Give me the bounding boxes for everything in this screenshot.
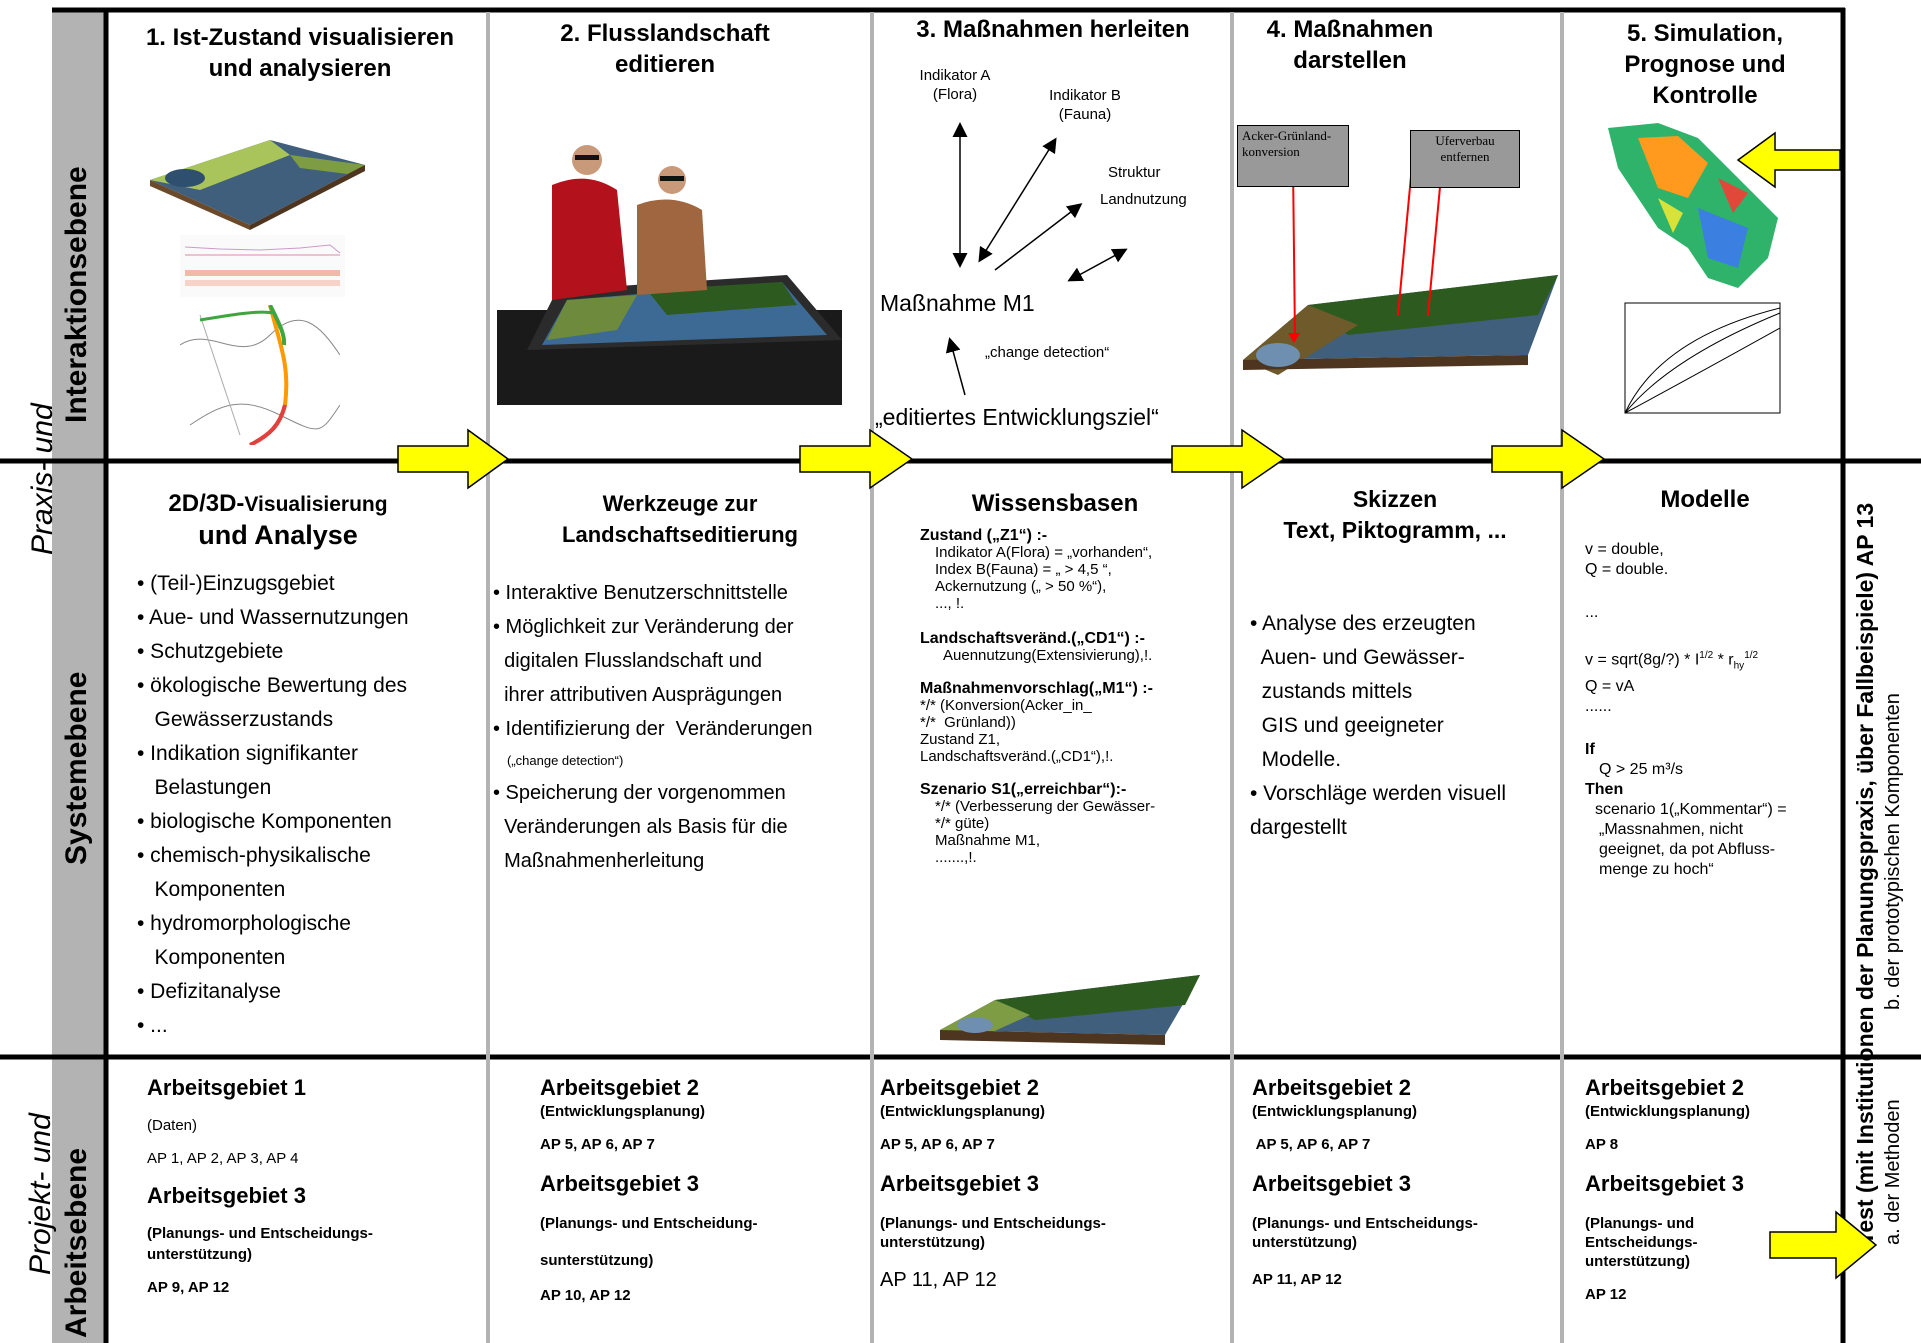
kb-line: */* (Verbesserung der Gewässer- <box>935 798 1156 815</box>
bullet-item: • ... <box>137 1014 168 1037</box>
bullet-item: • biologische Komponenten <box>137 810 392 833</box>
bullet-item: Auen- und Gewässer- <box>1250 646 1465 669</box>
callout-uferverbau: Uferverbau entfernen <box>1410 130 1520 188</box>
kb-line: Ackernutzung („ > 50 %“), <box>935 578 1107 595</box>
bullet-item: • Indikation signifikanter <box>137 742 358 765</box>
bullet-item: Veränderungen als Basis für die <box>493 816 788 838</box>
col1-title: 1. Ist-Zustand visualisieren und analysi… <box>145 24 455 82</box>
col2-title: 2. Flusslandschaft editieren <box>560 20 770 78</box>
bullet-item: • Defizitanalyse <box>137 980 281 1003</box>
indikator-a-label: Indikator A(Flora) <box>919 67 991 103</box>
kb-line: .......,!. <box>935 849 977 866</box>
measures-3d-image <box>1243 154 1558 375</box>
sys-col3-title: Wissensbasen <box>971 490 1139 517</box>
entwicklungsziel-label: „editiertes Entwicklungsziel“ <box>875 404 1159 430</box>
arrow-3-to-4 <box>1171 428 1286 490</box>
arrow-to-test <box>1769 1210 1878 1280</box>
profile-chart-image <box>180 235 345 297</box>
sys-col1-title: 2D/3D-Visualisierung und Analyse <box>168 490 388 550</box>
arbeit-col3: Arbeitsgebiet 2 (Entwicklungsplanung) AP… <box>880 1075 1106 1291</box>
arrow-1-to-2 <box>397 428 510 490</box>
bullet-item: • Vorschläge werden visuell <box>1250 782 1506 805</box>
bullet-item: Maßnahmenherleitung <box>493 850 705 872</box>
sys-col4-title: Skizzen Text, Piktogramm, ... <box>1283 486 1507 543</box>
kb-line: */* güte) <box>935 815 990 832</box>
people-at-3d-model-photo <box>497 145 842 405</box>
kb-line: Auennutzung(Extensivierung),!. <box>943 647 1153 664</box>
simulation-map-image <box>1608 123 1778 288</box>
kb-line: Index B(Fauna) = „ > 4,5 “, <box>935 561 1112 578</box>
callout-acker-gruenland: Acker-Grünland-konversion <box>1237 125 1349 187</box>
model-code-text: v = double, Q = double. ... v = sqrt(8g/… <box>1585 541 1787 878</box>
arrow-feedback-left <box>1736 131 1841 189</box>
bullet-item: • Interaktive Benutzerschnittstelle <box>493 582 788 604</box>
bullet-item: • Aue- und Wassernutzungen <box>137 606 409 629</box>
bullet-item: • Schutzgebiete <box>137 640 284 663</box>
knowledge-base-text: Zustand („Z1“) :- Indikator A(Flora) = „… <box>920 527 1156 866</box>
indicator-arrow-diagram <box>945 122 1128 396</box>
kb-line: ..., !. <box>935 595 965 612</box>
arbeit-col4: Arbeitsgebiet 2 (Entwicklungsplanung) AP… <box>1252 1075 1478 1288</box>
struktur-label: Struktur <box>1108 164 1161 181</box>
bullet-item: • hydromorphologische <box>137 912 351 935</box>
kb-line: */* (Konversion(Acker_in_ <box>920 697 1092 714</box>
bullet-item: dargestellt <box>1250 816 1347 839</box>
river-map-image <box>180 305 340 445</box>
bullet-item: Komponenten <box>137 946 286 969</box>
sys-col4-list: • Analyse des erzeugten Auen- und Gewäss… <box>1250 607 1506 845</box>
kb-line: Maßnahme M1, <box>935 832 1041 849</box>
bullet-item: • (Teil-)Einzugsgebiet <box>137 572 335 595</box>
arbeit-col5: Arbeitsgebiet 2 (Entwicklungsplanung) AP… <box>1585 1075 1750 1303</box>
bullet-item: • chemisch-physikalische <box>137 844 371 867</box>
sys-col5-title: Modelle <box>1660 486 1750 513</box>
kb-line: Indikator A(Flora) = „vorhanden“, <box>935 544 1153 561</box>
indikator-b-label: Indikator B(Fauna) <box>1049 87 1121 123</box>
bullet-item: Modelle. <box>1250 748 1342 771</box>
terrain-3d-image <box>150 140 365 230</box>
bullet-item: • ökologische Bewertung des <box>137 674 408 697</box>
arrow-4-to-5 <box>1491 428 1606 490</box>
sys-col2-title: Werkzeuge zur Landschaftseditierung <box>562 491 798 547</box>
bullet-item: zustands mittels <box>1250 680 1413 703</box>
sys-col2-list: • Interaktive Benutzerschnittstelle • Mög… <box>493 576 812 878</box>
arbeit-col2: Arbeitsgebiet 2 (Entwicklungsplanung) AP… <box>540 1075 758 1304</box>
bullet-item: ihrer attributiven Ausprägungen <box>493 684 783 706</box>
bullet-item: • Möglichkeit zur Veränderung der <box>493 616 794 638</box>
bullet-item: Komponenten <box>137 878 286 901</box>
arbeit-col1: Arbeitsgebiet 1 (Daten) AP 1, AP 2, AP 3… <box>147 1075 373 1296</box>
landnutzung-label: Landnutzung <box>1100 191 1187 208</box>
knowledge-base-terrain-image <box>940 975 1200 1045</box>
arrow-2-to-3 <box>799 428 914 490</box>
change-detection-label: „change detection“ <box>985 344 1110 361</box>
bullet-item: Gewässerzustands <box>137 708 334 731</box>
bullet-item: Belastungen <box>137 776 272 799</box>
col3-title: 3. Maßnahmen herleiten <box>916 16 1190 43</box>
bullet-item: digitalen Flusslandschaft und <box>493 650 763 672</box>
kb-line: Zustand Z1, <box>920 731 1001 748</box>
col5-title: 5. Simulation, Prognose und Kontrolle <box>1624 20 1786 109</box>
bullet-item: • Analyse des erzeugten <box>1250 612 1476 635</box>
bullet-item: • Speicherung der vorgenommen <box>493 782 786 804</box>
massnahme-m1-label: Maßnahme M1 <box>880 290 1035 316</box>
discharge-curve-chart <box>1624 302 1781 414</box>
bullet-item: • Identifizierung der Veränderungen <box>493 718 813 740</box>
kb-line: */* Grünland)) <box>920 714 1016 731</box>
sys-col1-list: • (Teil-)Einzugsgebiet • Aue- und Wassern… <box>137 567 409 1043</box>
kb-line: Landschaftsveränd.(„CD1“),!. <box>920 748 1114 765</box>
col4-title: 4. Maßnahmen darstellen <box>1266 16 1434 74</box>
bullet-item: GIS und geeigneter <box>1250 714 1444 737</box>
